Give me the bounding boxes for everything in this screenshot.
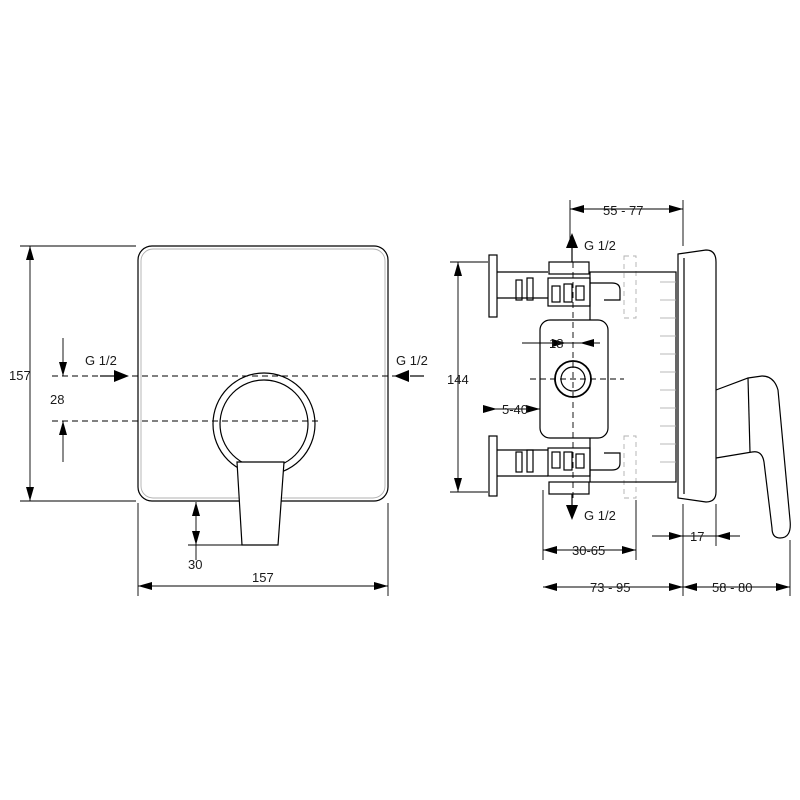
body-depth-arrow-left <box>543 546 557 554</box>
handle-depth-arrow-left <box>683 583 697 591</box>
left-flange-top <box>488 254 498 318</box>
inlet-left-label: G 1/2 <box>85 353 117 368</box>
hole-dim-label: 18 <box>549 336 563 351</box>
height-dim-arrow-top <box>26 246 34 260</box>
plate-dim-label: 17 <box>690 529 704 544</box>
side-height-arrow-top <box>454 262 462 276</box>
inlet-right-label: G 1/2 <box>396 353 428 368</box>
inlet-right-arrow-icon <box>394 370 409 382</box>
front-view: 157 28 G 1/2 G 1/2 30 157 <box>9 245 428 596</box>
bottom-valve-assembly <box>497 447 621 477</box>
height-dim-arrow-bottom <box>26 487 34 501</box>
top-valve-assembly <box>497 271 621 307</box>
width-dim-arrow-left <box>138 582 152 590</box>
body-thread-lines <box>660 281 676 463</box>
side-height-arrow-bottom <box>454 478 462 492</box>
handle-depth-label: 58 - 80 <box>712 580 752 595</box>
install-depth-label: 73 - 95 <box>590 580 630 595</box>
side-view: G 1/2 G 1/2 55 - 77 144 18 5-40 <box>447 200 791 596</box>
lever-offset-arrow-bottom <box>192 531 200 545</box>
depth-adjust-arrow-right <box>526 405 540 413</box>
hole-dim-arrow-right <box>580 339 594 347</box>
body-depth-arrow-right <box>622 546 636 554</box>
mounting-bracket-bottom <box>623 435 637 499</box>
side-height-label: 144 <box>447 372 469 387</box>
depth-adjust-arrow-left <box>483 405 497 413</box>
top-dim-label: 55 - 77 <box>603 203 643 218</box>
bottom-outlet-arrow-icon <box>566 505 578 520</box>
mounting-bracket-top <box>623 255 637 319</box>
top-outlet-label: G 1/2 <box>584 238 616 253</box>
install-depth-arrow-right <box>669 583 683 591</box>
lever-ring-inner <box>219 379 309 469</box>
lever-ring-outer <box>212 372 316 476</box>
wall-plate <box>677 249 717 503</box>
left-flange-bottom <box>488 435 498 497</box>
width-dim-arrow-right <box>374 582 388 590</box>
top-outlet-stub <box>548 261 590 275</box>
axis-offset-label: 28 <box>50 392 64 407</box>
width-dim-label: 157 <box>252 570 274 585</box>
inlet-left-arrow-icon <box>114 370 129 382</box>
handle-depth-arrow-right <box>776 583 790 591</box>
top-dim-arrow-right <box>669 205 683 213</box>
lever-offset-arrow-top <box>192 502 200 516</box>
install-depth-arrow-left <box>543 583 557 591</box>
plate-dim-arrow-left <box>669 532 683 540</box>
axis-offset-arrow-top <box>59 362 67 376</box>
hole-dim-arrow-left <box>552 339 566 347</box>
depth-adjust-label: 5-40 <box>502 402 528 417</box>
body-depth-label: 30-65 <box>572 543 605 558</box>
lever-offset-label: 30 <box>188 557 202 572</box>
lever-handle <box>236 461 285 546</box>
plate-dim-arrow-right <box>716 532 730 540</box>
bottom-outlet-stub <box>548 481 590 495</box>
top-dim-arrow-left <box>570 205 584 213</box>
axis-offset-arrow-bottom <box>59 421 67 435</box>
side-handle-edge <box>747 377 751 453</box>
height-dim-label: 157 <box>9 368 31 383</box>
bottom-outlet-label: G 1/2 <box>584 508 616 523</box>
side-handle <box>715 375 791 539</box>
top-outlet-arrow-icon <box>566 233 578 248</box>
